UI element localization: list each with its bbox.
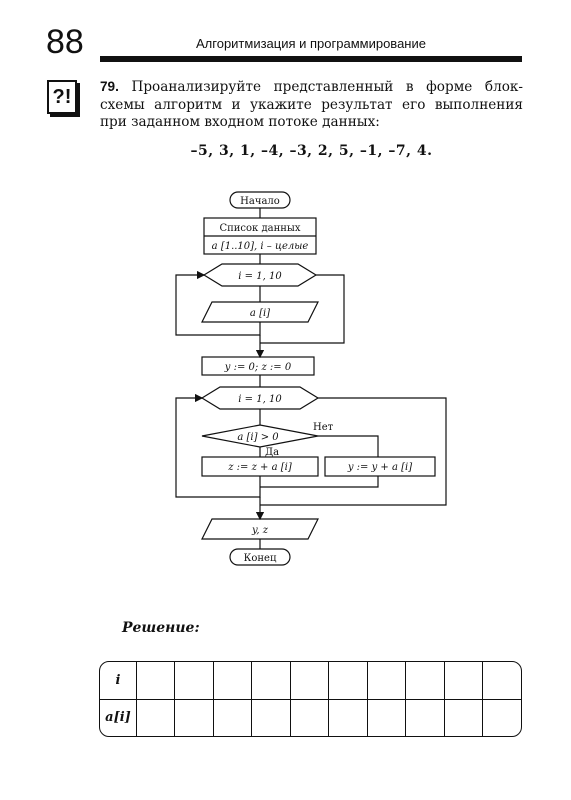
answer-cell[interactable] (443, 662, 483, 700)
row-header: i (100, 662, 137, 700)
answer-cell[interactable] (328, 662, 368, 700)
yes-action-label: z := z + a [i] (227, 462, 292, 473)
answer-cell[interactable] (366, 698, 407, 736)
page-number: 88 (46, 23, 84, 61)
answer-cell[interactable] (405, 698, 445, 736)
output-parallelogram (201, 518, 319, 540)
answer-cell[interactable] (174, 662, 214, 700)
solution-label: Решение: (122, 620, 200, 636)
answer-cell[interactable] (174, 698, 214, 736)
answer-cell[interactable] (289, 698, 330, 736)
no-label: Нет (313, 422, 334, 433)
no-action-label: y := y + a [i] (347, 462, 412, 473)
start-label: Начало (240, 196, 280, 207)
answer-cell[interactable] (366, 662, 407, 700)
yes-label: Да (265, 447, 279, 458)
end-label: Конец (244, 553, 277, 564)
task-icon: ?! (47, 80, 77, 114)
answer-cell[interactable] (443, 698, 483, 736)
loop1-label: i = 1, 10 (238, 271, 282, 282)
answer-cell[interactable] (135, 698, 176, 736)
no-action-block (324, 456, 436, 477)
answer-cell[interactable] (481, 698, 521, 736)
output-label: y, z (251, 525, 269, 536)
input-parallelogram (201, 301, 319, 323)
answer-cell[interactable] (481, 662, 521, 700)
input-sequence: –5, 3, 1, –4, –3, 2, 5, –1, –7, 4. (190, 143, 433, 159)
running-head: Алгоритмизация и программирование (196, 36, 426, 51)
answer-cell[interactable] (212, 698, 253, 736)
data-decl-label: a [1..10], i – целые (212, 241, 309, 252)
data-title-label: Список данных (219, 223, 300, 234)
condition-label: a [i] > 0 (237, 432, 279, 443)
table-row: i (100, 662, 521, 700)
answer-cell[interactable] (289, 662, 330, 700)
loop2-label: i = 1, 10 (238, 394, 282, 405)
answer-cell[interactable] (212, 662, 253, 700)
task-text: Проанализируйте представленный в форме б… (100, 79, 523, 130)
end-terminal (229, 548, 291, 566)
header-rule (100, 56, 522, 62)
flowchart: Начало Список данных a [1..10], i – целы… (175, 191, 447, 566)
answer-cell[interactable] (328, 698, 368, 736)
task-number: 79. (100, 79, 119, 94)
table-row: a[i] (100, 698, 521, 736)
answer-cell[interactable] (251, 698, 291, 736)
assign-label: y := 0; z := 0 (224, 362, 292, 373)
answer-cell[interactable] (135, 662, 176, 700)
answer-cell[interactable] (405, 662, 445, 700)
answer-cell[interactable] (251, 662, 291, 700)
assign-block (201, 356, 315, 376)
input-label: a [i] (250, 308, 270, 319)
task-statement: 79. Проанализируйте представленный в фор… (100, 78, 523, 132)
row-header: a[i] (100, 698, 137, 736)
